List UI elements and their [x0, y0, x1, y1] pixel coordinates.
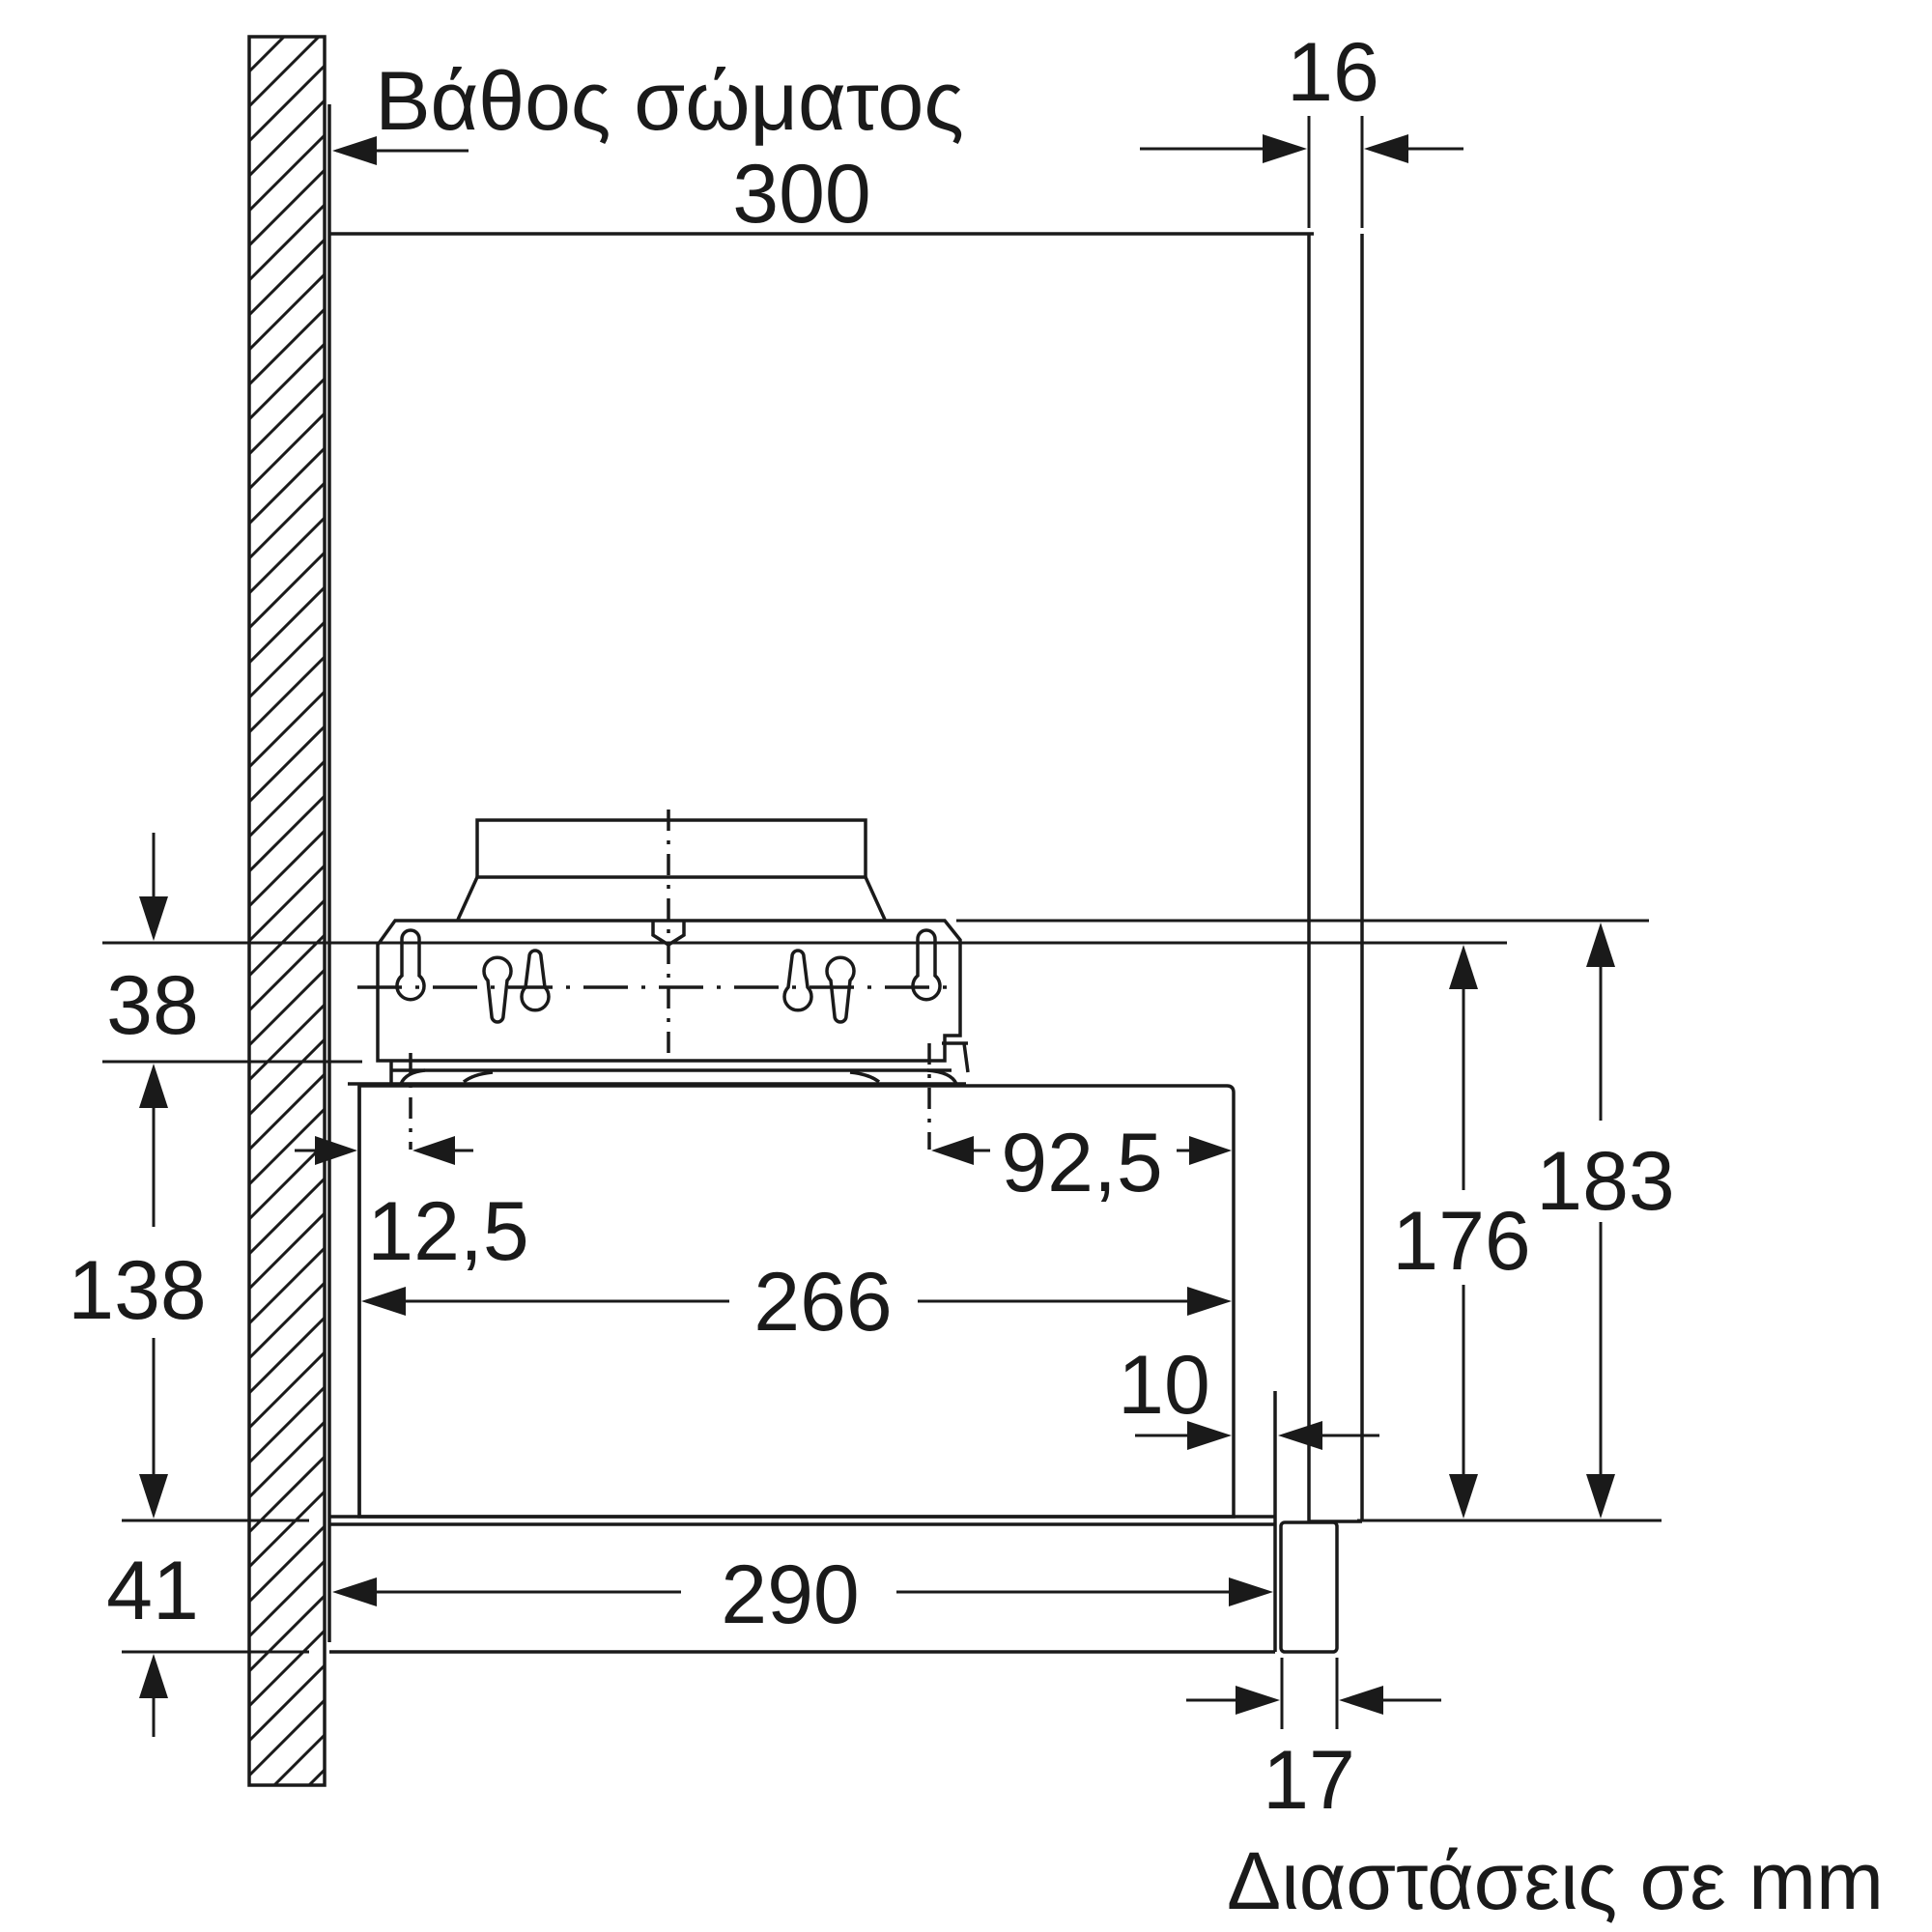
handle-thickness-label: 17 — [1263, 1734, 1355, 1827]
side-offset-label: 92,5 — [1001, 1117, 1162, 1209]
wall-hatch-line — [249, 1072, 325, 1151]
wall-hatch-line — [249, 864, 325, 943]
wall-hatch-line — [249, 446, 325, 526]
wall-hatch-line — [249, 1698, 325, 1777]
wall-outline — [247, 35, 327, 1787]
left-height-dimensions — [139, 833, 168, 1737]
wall-hatch-line — [249, 412, 325, 491]
wall-hatch-line — [249, 1385, 325, 1464]
wall-hatch-line — [249, 655, 325, 734]
inner-width-label: 266 — [753, 1256, 893, 1349]
wall-hatch-line — [249, 724, 325, 804]
center-lines — [357, 810, 961, 1150]
base-width-label: 290 — [721, 1548, 860, 1641]
wall-offset-dimension — [295, 1136, 473, 1165]
front-panel-thickness-label: 16 — [1287, 26, 1379, 119]
body-depth-label: Βάθος σώματος — [375, 55, 964, 148]
wall-hatch-line — [249, 551, 325, 630]
height-176-dimension — [1449, 945, 1478, 1519]
total-height-176-label: 176 — [1392, 1195, 1531, 1288]
body-depth-value: 300 — [732, 148, 871, 241]
wall-hatch-line — [249, 829, 325, 908]
wall-hatch-line — [249, 516, 325, 595]
front-gap-dimension — [1135, 1421, 1379, 1450]
handle-thickness-dimension — [1186, 1658, 1441, 1729]
wall-hatch-line — [249, 377, 325, 456]
inner-width-dimension — [361, 1287, 1232, 1316]
canopy-box — [329, 1084, 1275, 1519]
base-plate — [329, 1520, 1339, 1654]
motor-housing — [348, 919, 970, 1086]
wall-hatch-line — [249, 37, 252, 39]
front-handle — [1279, 1520, 1339, 1654]
wall-hatch-line — [249, 1524, 325, 1604]
wall-hatch-line — [249, 1490, 325, 1569]
depth-dimension — [332, 116, 1463, 228]
wall-hatch-line — [249, 1211, 325, 1291]
keyhole-slots — [395, 928, 942, 1024]
wall-hatch-line — [249, 168, 325, 247]
wall-hatch-line — [249, 272, 325, 352]
duct-collar — [456, 818, 887, 921]
wall-hatch-line — [249, 1316, 325, 1395]
wall-hatch-line — [249, 1003, 325, 1082]
wall-hatch-line — [249, 968, 325, 1047]
base-width-dimension — [332, 1577, 1273, 1606]
wall-hatch-line — [249, 1246, 325, 1325]
wall-hatch-line — [249, 1629, 325, 1708]
wall-hatch-line — [249, 1107, 325, 1186]
wall-hatch-line — [249, 1281, 325, 1360]
wall-hatch-line — [249, 898, 325, 978]
side-offset-dimension — [931, 1136, 1232, 1165]
inner-height-label: 138 — [68, 1244, 207, 1337]
front-gap-label: 10 — [1118, 1339, 1210, 1432]
height-reference-lines — [102, 919, 1662, 1654]
wall — [247, 35, 327, 1915]
wall-hatch-line — [249, 585, 325, 665]
wall-hatch-line — [249, 1142, 325, 1221]
wall-hatch-line — [249, 481, 325, 560]
wall-hatch-line — [249, 690, 325, 769]
wall-hatch-line — [249, 1177, 325, 1256]
wall-hatch-line — [249, 37, 322, 108]
wall-hatch-line — [249, 759, 325, 838]
wall-hatch-line — [249, 238, 325, 317]
wall-hatch-line — [249, 1594, 325, 1673]
wall-hatch-line — [271, 1733, 325, 1785]
cabinet-body — [327, 104, 1364, 1642]
wall-hatch-line — [249, 933, 325, 1012]
wall-offset-label: 12,5 — [367, 1185, 528, 1278]
wall-hatch-line — [249, 342, 325, 421]
wall-hatch-line — [249, 1420, 325, 1499]
wall-hatch-line — [249, 1037, 325, 1117]
wall-hatch-line — [249, 1350, 325, 1430]
wall-hatch-line — [249, 1559, 325, 1638]
wall-hatch-line — [249, 203, 325, 282]
wall-hatch-line — [249, 1804, 325, 1880]
wall-hatch-line — [249, 133, 325, 213]
wall-hatch-line — [249, 794, 325, 873]
wall-hatch-line — [249, 307, 325, 386]
mount-height-label: 38 — [106, 959, 199, 1052]
wall-hatching — [249, 37, 325, 1915]
wall-hatch-line — [249, 620, 325, 699]
total-height-183-label: 183 — [1536, 1135, 1675, 1228]
wall-hatch-line — [249, 1663, 325, 1743]
wall-hatch-line — [249, 99, 325, 178]
wall-hatch-line — [306, 1768, 325, 1785]
height-183-dimension — [1586, 923, 1615, 1519]
wall-hatch-line — [249, 64, 325, 143]
bottom-height-label: 41 — [106, 1545, 199, 1637]
wall-hatch-line — [249, 1839, 325, 1915]
dimension-labels: Βάθος σώματος 300 16 38 138 41 12,5 92,5… — [68, 26, 1884, 1926]
units-caption: Διαστάσεις σε mm — [1227, 1835, 1884, 1926]
wall-hatch-line — [249, 37, 287, 73]
